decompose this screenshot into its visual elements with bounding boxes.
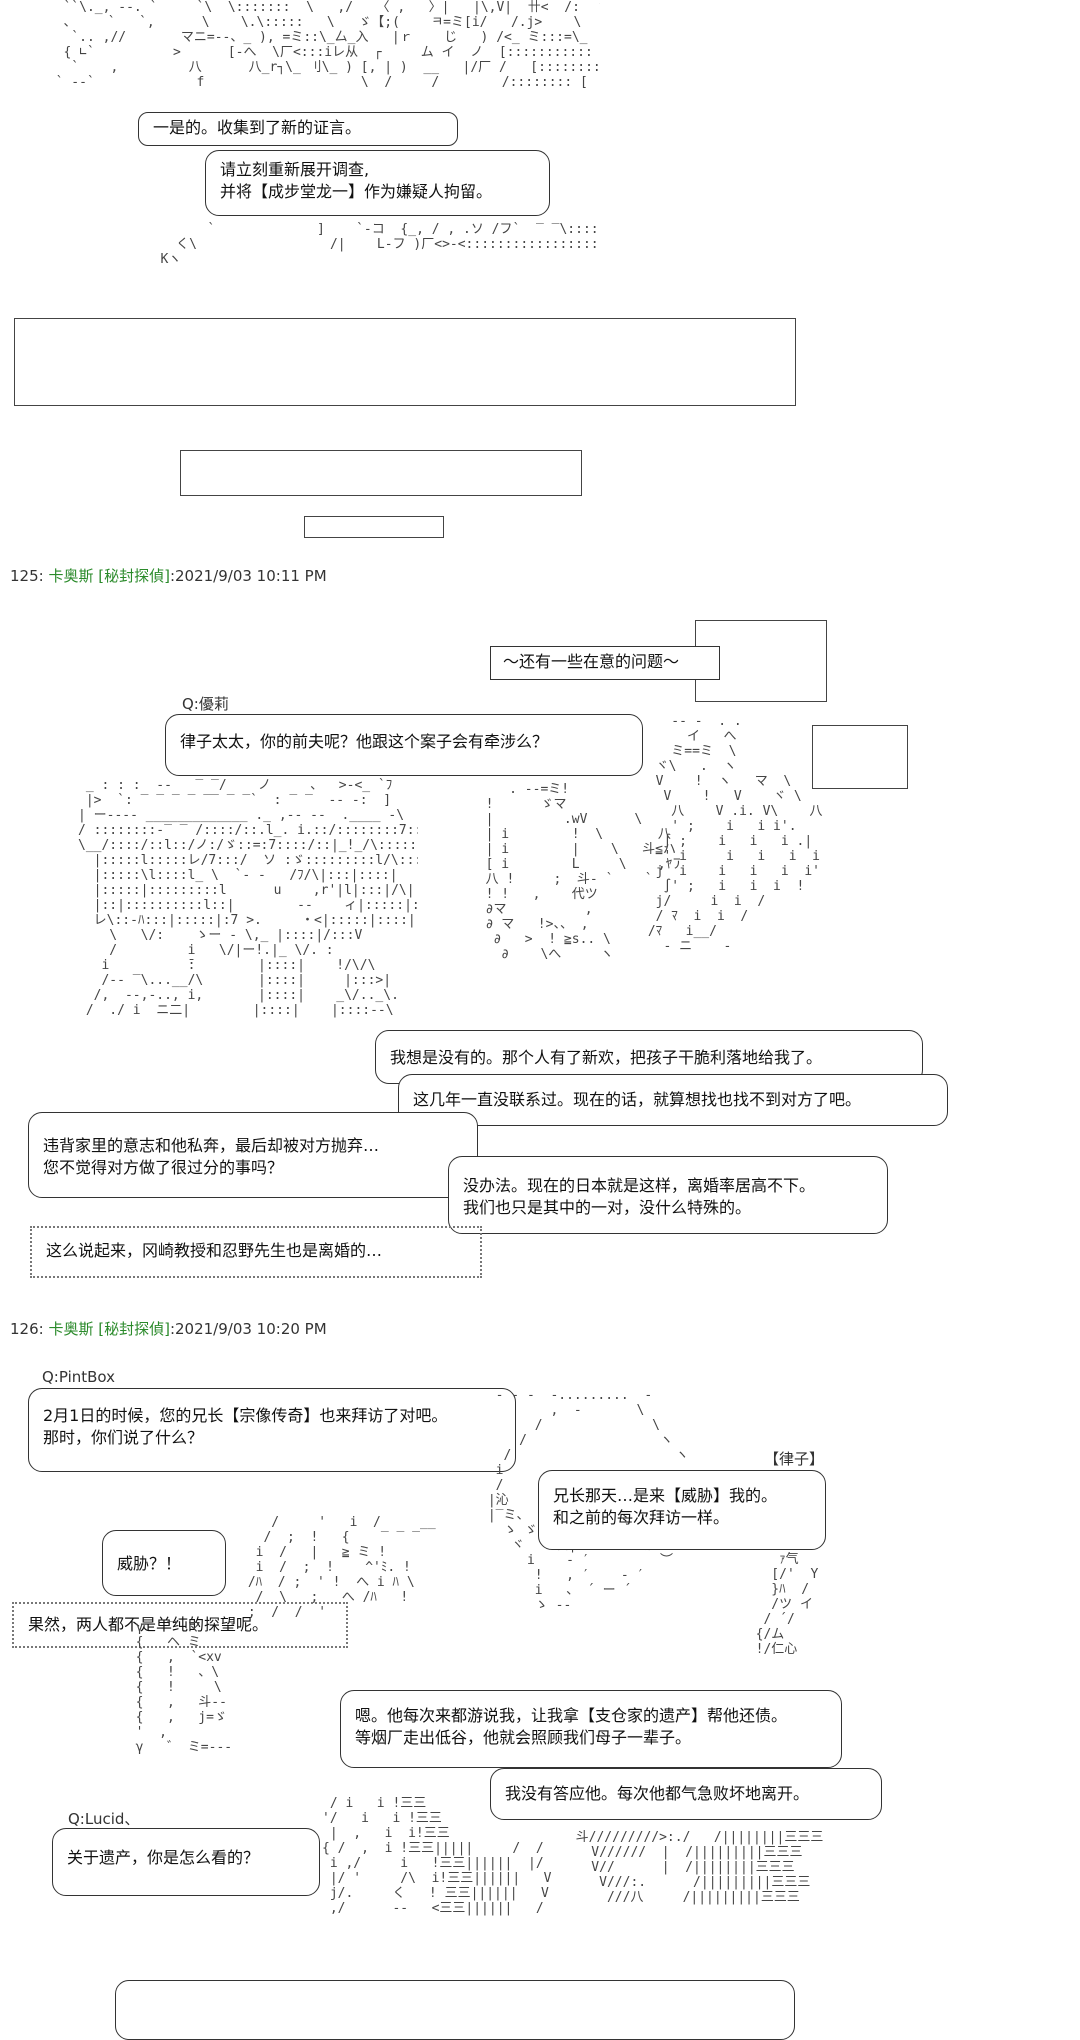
- speech-bubble-10: 2月1日的时候，您的兄长【宗像传奇】也来拜访了对吧。 那时，你们说了什么？: [28, 1388, 516, 1472]
- speech-line: 威胁？！: [117, 1554, 182, 1573]
- post-number: 126:: [10, 1320, 49, 1338]
- post-header: 125: 卡奥斯 [秘封探偵]:2021/9/03 10:11 PM: [10, 565, 327, 586]
- label-ritsuko: 【律子】: [764, 1450, 825, 1468]
- speech-line: 等烟厂走出低谷，他就会照顾我们母子一辈子。: [355, 1728, 692, 1747]
- speech-line: 违背家里的意志和他私奔，最后却被对方抛弃…: [43, 1136, 380, 1155]
- post-number: 125:: [10, 567, 49, 585]
- speech-bubble-11: 兄长那天…是来【威胁】我的。 和之前的每次拜访一样。: [538, 1470, 826, 1550]
- speech-line: 〜还有一些在意的问题〜: [503, 652, 680, 671]
- speech-line: 2月1日的时候，您的兄长【宗像传奇】也来拜访了对吧。: [43, 1406, 448, 1425]
- ascii-art-crowd-5: γ ‾゛マ { ヘ ミ { , `<xv { ! 、\ { ! \ { , 斗‐…: [135, 1620, 233, 1755]
- speech-bubble-4: 律子太太，你的前夫呢？他跟这个案子会有牵涉么？: [165, 714, 643, 776]
- speech-line: 我没有答应他。每次他都气急败坏地离开。: [505, 1784, 810, 1803]
- speech-bubble-partial: [115, 1980, 795, 2040]
- speech-line: 我们也只是其中的一对，没什么特殊的。: [463, 1198, 752, 1217]
- speech-line: 律子太太，你的前夫呢？他跟这个案子会有牵涉么？: [180, 732, 549, 751]
- speech-line: 和之前的每次拜访一样。: [553, 1508, 730, 1527]
- ascii-art-top-lower: ` ] `-コ {_, / , .ソ /フ` ‾ ‾\:::::::: ),。:…: [160, 222, 600, 267]
- speech-bubble-7: 违背家里的意志和他私奔，最后却被对方抛弃… 您不觉得对方做了很过分的事吗？: [28, 1112, 478, 1198]
- empty-panel-frame: [812, 725, 908, 789]
- speech-bubble-16: 关于遗产，你是怎么看的？: [52, 1828, 320, 1896]
- speech-line: 那时，你们说了什么？: [43, 1428, 204, 1447]
- ascii-art-crowd-9: 斗/////////>:./ /||||||||三三三 V////// | /|…: [575, 1830, 824, 1905]
- speech-line: 这几年一直没联系过。现在的话，就算想找也找不到对方了吧。: [413, 1090, 862, 1109]
- post-date: :2021/9/03 10:20 PM: [169, 1320, 327, 1338]
- speech-bubble-1: 一是的。收集到了新的证言。: [138, 112, 458, 146]
- speech-bubble-2: 请立刻重新展开调查, 并将【成步堂龙一】作为嫌疑人拘留。: [205, 150, 550, 216]
- speech-bubble-3: 〜还有一些在意的问题〜: [490, 646, 720, 680]
- thought-bubble-13: 果然，两人都不是单纯的探望呢。: [12, 1602, 348, 1648]
- ascii-art-crowd-7: ｧ气 [/' Y }ﾊ / /ツ イ / ´/ {/ム !/仁心: [755, 1552, 819, 1657]
- ascii-art-crowd-2: . --=ミ! ! ゞマ | .wV \ \ | i ! \ 八 | i | \…: [485, 782, 680, 962]
- thought-line: 这么说起来，冈崎教授和忍野先生也是离婚的…: [46, 1241, 383, 1260]
- thought-bubble-9: 这么说起来，冈崎教授和忍野先生也是离婚的…: [30, 1226, 482, 1278]
- post-header: 126: 卡奥斯 [秘封探偵]:2021/9/03 10:20 PM: [10, 1318, 327, 1339]
- speech-line: 并将【成步堂龙一】作为嫌疑人拘留。: [220, 182, 493, 201]
- ascii-art-top: ``\._, --. ` `\ \::::::: \ ,/ 〈 , 〉| |\,…: [55, 0, 600, 90]
- speech-bubble-14: 嗯。他每次来都游说我，让我拿【支仓家的遗产】帮他还债。 等烟厂走出低谷，他就会照…: [340, 1690, 842, 1768]
- poster-name[interactable]: 卡奥斯: [48, 1320, 94, 1338]
- ascii-art-crowd-8: / i i !三三 '/ i i !三三 | , i i!三三 { / , i …: [322, 1796, 552, 1916]
- empty-panel-frame: [14, 318, 796, 406]
- speech-bubble-12: 威胁？！: [102, 1530, 226, 1596]
- speech-line: 嗯。他每次来都游说我，让我拿【支仓家的遗产】帮他还债。: [355, 1706, 788, 1725]
- speech-bubble-6: 这几年一直没联系过。现在的话，就算想找也找不到对方了吧。: [398, 1074, 948, 1126]
- ascii-art-crowd-4: / ' i / __ ^ / ; ! { ‾ ‾ ‾ ﾊ i / | ≧ ミ !…: [247, 1515, 436, 1620]
- poster-name[interactable]: 卡奥斯: [48, 567, 94, 585]
- speech-line: 您不觉得对方做了很过分的事吗？: [43, 1158, 284, 1177]
- post-date: :2021/9/03 10:11 PM: [169, 567, 327, 585]
- speech-line: 兄长那天…是来【威胁】我的。: [553, 1486, 778, 1505]
- speech-line: 关于遗产，你是怎么看的？: [67, 1848, 260, 1867]
- speech-line: 我想是没有的。那个人有了新欢，把孩子干脆利落地给我了。: [390, 1048, 823, 1067]
- ascii-art-crowd-1: _ : : : -- ‾ ‾/ ノ 、 >-<_ `ﾌ |> `: ‾ ‾ ‾ …: [78, 778, 418, 1018]
- label-q-yuri: Q:優莉: [182, 695, 229, 713]
- poster-trip: [秘封探偵]: [93, 1320, 170, 1338]
- label-q-pintbox: Q:PintBox: [42, 1368, 116, 1386]
- speech-bubble-15: 我没有答应他。每次他都气急败坏地离开。: [490, 1768, 882, 1820]
- thought-line: 果然，两人都不是单纯的探望呢。: [28, 1615, 269, 1634]
- empty-panel-frame: [180, 450, 582, 496]
- speech-line: 一是的。收集到了新的证言。: [153, 118, 362, 137]
- poster-trip: [秘封探偵]: [93, 567, 170, 585]
- speech-line: 请立刻重新展开调查,: [220, 160, 370, 179]
- label-q-lucid: Q:Lucid、: [68, 1810, 140, 1828]
- speech-bubble-8: 没办法。现在的日本就是这样，离婚率居高不下。 我们也只是其中的一对，没什么特殊的…: [448, 1156, 888, 1234]
- empty-panel-frame: [304, 516, 444, 538]
- ascii-art-crowd-3: -- - . . イ へ ミ==ミ \ ヾ\ . ヽ V ! ヽ マ \ V !…: [647, 714, 823, 954]
- speech-line: 没办法。现在的日本就是这样，离婚率居高不下。: [463, 1176, 816, 1195]
